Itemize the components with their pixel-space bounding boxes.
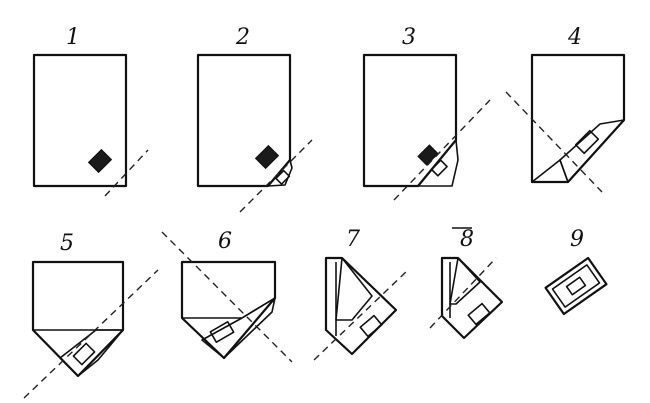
- folded-flap: [531, 159, 569, 183]
- folded-flap: [201, 297, 276, 359]
- fold-line: [429, 257, 497, 329]
- step-number: 6: [218, 229, 232, 254]
- stamp-outline-icon: [72, 342, 96, 366]
- paper-sheet: [530, 53, 626, 184]
- paper-sheet: [440, 256, 504, 340]
- step-3: 3: [362, 25, 491, 201]
- step-number: 9: [570, 227, 584, 252]
- fold-line: [239, 139, 313, 213]
- folded-flap: [59, 329, 124, 377]
- packet-inner-border: [551, 264, 601, 308]
- stamp-outline-icon: [467, 302, 491, 326]
- step-1: 1: [32, 25, 149, 197]
- step-8: 8: [429, 227, 504, 340]
- stamp-outline-icon: [430, 159, 448, 177]
- folded-flap: [449, 257, 481, 305]
- stamp-icon: [254, 144, 280, 170]
- step-number: 4: [567, 25, 582, 50]
- fold-line: [505, 91, 603, 193]
- paper-sheet: [362, 53, 458, 188]
- step-5: 5: [23, 231, 159, 399]
- step-7: 7: [313, 227, 409, 361]
- fold-line: [313, 269, 409, 361]
- step-number: 2: [235, 25, 250, 50]
- stamp-icon: [87, 148, 113, 174]
- step-number: 5: [60, 231, 74, 256]
- step-9: 9: [544, 227, 608, 316]
- step-number: 8: [460, 227, 474, 252]
- step-number: 7: [346, 227, 360, 252]
- folded-corner: [417, 139, 459, 187]
- paper-sheet: [196, 53, 292, 188]
- step-number: 1: [66, 25, 80, 50]
- stamp-outline-icon: [574, 129, 600, 155]
- paper-sheet: [32, 53, 128, 188]
- stamp-icon: [417, 144, 439, 166]
- paper-sheet: [31, 260, 125, 378]
- step-2: 2: [196, 25, 313, 213]
- stamp-outline-icon: [565, 276, 587, 296]
- fold-line: [104, 149, 149, 197]
- stamp-outline-icon: [275, 169, 291, 185]
- folded-flap: [335, 257, 373, 321]
- stamp-outline-icon: [359, 314, 383, 338]
- step-6: 6: [161, 229, 293, 363]
- fold-line: [161, 231, 293, 363]
- folded-packet: [544, 256, 608, 316]
- step-number: 3: [402, 25, 416, 50]
- fold-line: [23, 269, 159, 399]
- paper-sheet: [180, 260, 277, 360]
- step-4: 4: [505, 25, 626, 193]
- stamp-outline-icon: [209, 321, 235, 343]
